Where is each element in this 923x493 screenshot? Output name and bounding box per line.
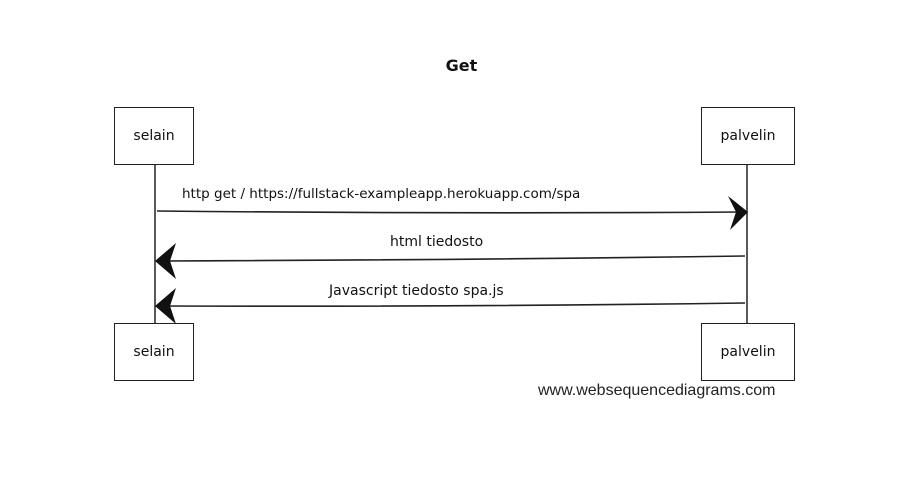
- message-arrowhead-2: [155, 243, 176, 279]
- message-arrow-line-1: [156, 210, 743, 214]
- message-arrow-line-3: [159, 302, 746, 307]
- message-arrowhead-1: [728, 196, 748, 230]
- participant-palvelin-bottom: palvelin: [701, 323, 795, 381]
- message-label-3: Javascript tiedosto spa.js: [329, 283, 504, 299]
- message-arrow-line-2: [159, 255, 746, 262]
- diagram-title: Get: [445, 56, 478, 75]
- message-arrowhead-3: [155, 288, 176, 324]
- participant-selain-top: selain: [114, 107, 194, 165]
- message-label-2: html tiedosto: [390, 234, 484, 250]
- participant-selain-bottom: selain: [114, 323, 194, 381]
- participant-palvelin-top: palvelin: [701, 107, 795, 165]
- watermark: www.websequencediagrams.com: [538, 382, 776, 399]
- message-label-1: http get / https://fullstack-exampleapp.…: [182, 186, 581, 202]
